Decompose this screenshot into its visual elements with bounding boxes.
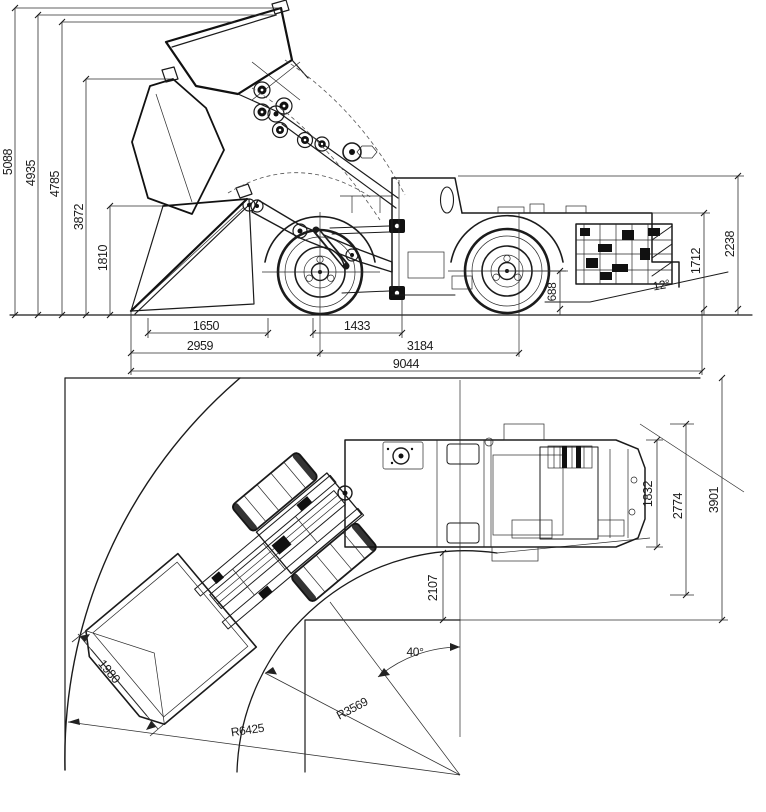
dim-length-9044: 9044 — [393, 357, 420, 371]
dim-height-1810: 1810 — [96, 244, 110, 271]
turning-envelope — [236, 537, 651, 773]
dim-height-4785: 4785 — [48, 170, 62, 197]
side-dimensions: 5088 4935 4785 3872 1810 1650 1433 2959 … — [1, 4, 744, 375]
inner-wall-corner — [304, 619, 461, 773]
dim-length-3184: 3184 — [407, 339, 434, 353]
plan-view: 40° R3569 R6425 1832 2774 3901 2107 1980 — [64, 374, 745, 776]
departure-angle-line — [544, 271, 729, 303]
bucket-plan — [85, 552, 258, 726]
side-view: 5088 4935 4785 3872 1810 1650 1433 2959 … — [1, 0, 753, 375]
dim-radius-outer: R6425 — [230, 721, 266, 740]
pivot-bolts — [253, 81, 330, 152]
inner-envelope-arc — [236, 550, 498, 773]
dim-angle-12: 12° — [652, 277, 672, 294]
dim-length-1650: 1650 — [193, 319, 220, 333]
front-wheel-left — [230, 450, 320, 534]
bucket-raised-position — [164, 0, 309, 113]
leader-r-outer — [67, 721, 461, 776]
engine — [575, 223, 673, 285]
cab — [391, 177, 473, 296]
tunnel-walls — [64, 377, 745, 773]
boom-lowered — [250, 195, 393, 273]
dim-height-2238: 2238 — [723, 230, 737, 257]
articulation-hitch — [329, 219, 405, 300]
dim-height-5088: 5088 — [1, 148, 15, 175]
dim-height-4935: 4935 — [24, 159, 38, 186]
bucket-mid-position — [131, 66, 225, 215]
dim-height-1712: 1712 — [689, 247, 703, 274]
dim-length-1433: 1433 — [344, 319, 371, 333]
plan-dimensions: 1832 2774 3901 2107 1980 — [71, 374, 728, 737]
front-axis-line — [329, 601, 461, 776]
machine-plan-front — [85, 450, 379, 726]
bucket-lowered — [129, 183, 256, 315]
boom-raised-linkage — [227, 59, 406, 221]
front-wheel-right — [289, 520, 379, 604]
exit-drift-wall — [639, 423, 745, 493]
dim-length-2959: 2959 — [187, 339, 214, 353]
outer-wall-arc — [64, 377, 241, 771]
leader-r-inner — [264, 672, 461, 776]
dim-width-2107: 2107 — [426, 574, 440, 601]
dim-width-1832: 1832 — [641, 480, 655, 507]
machine-plan-rear — [344, 423, 646, 562]
dim-radius-inner: R3569 — [334, 694, 371, 722]
dim-height-688: 688 — [545, 282, 559, 302]
dim-width-2774: 2774 — [671, 492, 685, 519]
dim-angle-40: 40° — [407, 645, 425, 659]
dim-width-3901: 3901 — [707, 486, 721, 513]
dim-height-3872: 3872 — [72, 203, 86, 230]
